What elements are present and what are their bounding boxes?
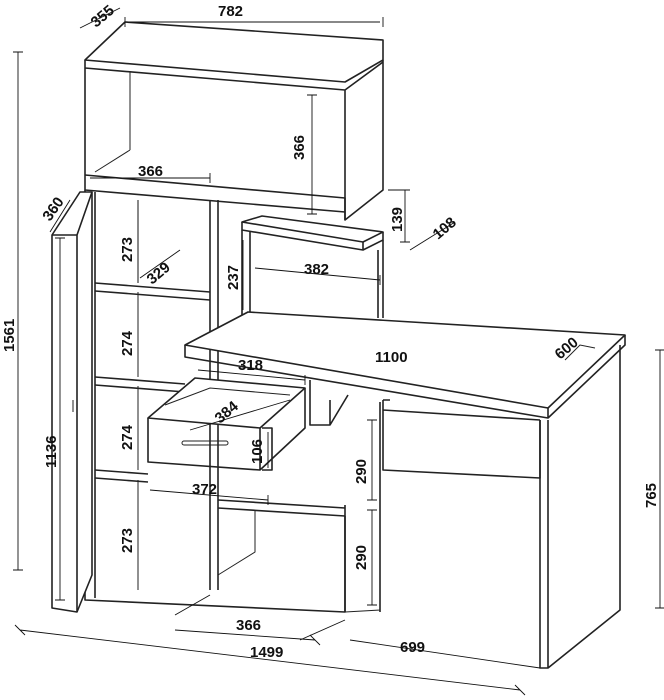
label-right-cell-2: 290 <box>353 545 370 570</box>
label-full-height: 1561 <box>1 319 18 352</box>
label-cell-4: 273 <box>119 528 136 553</box>
label-top-width: 782 <box>218 3 243 20</box>
label-niche-height: 237 <box>225 265 242 290</box>
top-cabinet <box>84 21 384 221</box>
label-right-cell-1: 290 <box>353 459 370 484</box>
label-small-shelf-height: 139 <box>389 207 406 232</box>
label-drawer-width: 318 <box>238 357 263 374</box>
small-shelf <box>241 215 384 320</box>
label-shelf-depth: 366 <box>138 163 163 180</box>
label-total-width: 1499 <box>250 644 283 661</box>
label-return-width: 699 <box>400 639 425 656</box>
dimension-lines <box>13 7 664 696</box>
label-inner-depth: 329 <box>144 259 174 288</box>
drawer <box>147 377 306 471</box>
label-small-shelf-depth: 108 <box>430 214 460 243</box>
label-cell-2: 274 <box>119 330 136 356</box>
label-desk-length: 1100 <box>375 349 408 366</box>
label-cell-3: 274 <box>119 424 136 450</box>
label-drawer-height: 106 <box>249 439 266 464</box>
side-door <box>51 191 93 613</box>
label-top-height: 366 <box>291 135 308 160</box>
desk-top <box>184 311 626 426</box>
label-top-depth: 355 <box>88 2 118 31</box>
label-lower-height: 1136 <box>43 435 60 468</box>
label-bottom-shelf: 366 <box>236 617 261 634</box>
label-desk-height: 765 <box>643 483 660 508</box>
label-cell-1: 273 <box>119 237 136 262</box>
desk-pedestal <box>344 345 621 669</box>
label-niche-width: 382 <box>304 261 329 278</box>
label-drawer-outer: 372 <box>192 481 217 498</box>
